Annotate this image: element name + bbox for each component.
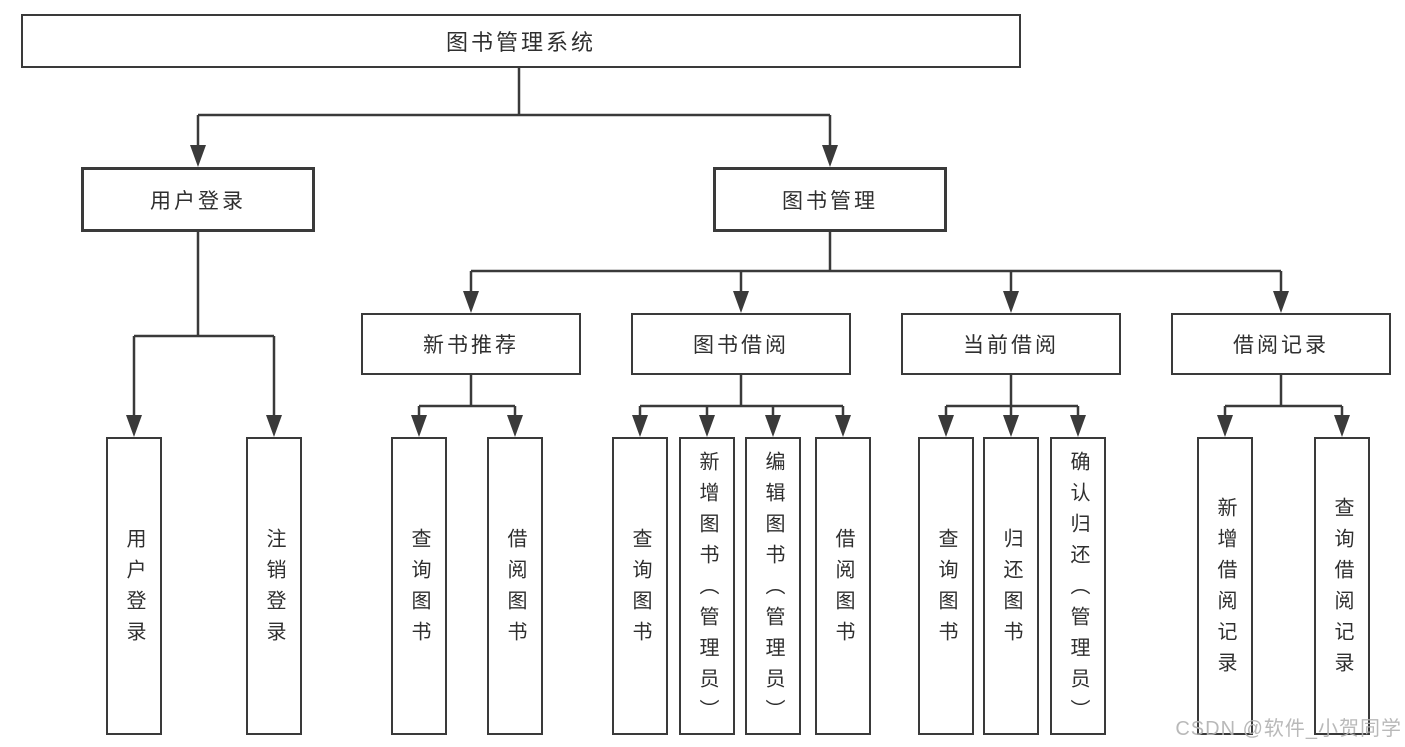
leaf-confirm-return-admin: 确认归还（管理员） (1050, 437, 1106, 735)
node-borrow-records: 借阅记录 (1171, 313, 1391, 375)
leaf-return-book: 归还图书 (983, 437, 1039, 735)
leaf-add-borrow-record: 新增借阅记录 (1197, 437, 1253, 735)
arrowhead-icons (126, 145, 1350, 437)
node-book-borrowing: 图书借阅 (631, 313, 851, 375)
leaf-borrow-book-borrowing: 借阅图书 (815, 437, 871, 735)
leaf-edit-book-admin: 编辑图书（管理员） (745, 437, 801, 735)
leaf-query-book-recommend: 查询图书 (391, 437, 447, 735)
leaf-borrow-book-recommend: 借阅图书 (487, 437, 543, 735)
watermark: CSDN @软件_小贺同学 (1175, 718, 1402, 740)
node-user-login: 用户登录 (81, 167, 315, 232)
leaf-user-login: 用户登录 (106, 437, 162, 735)
leaf-query-book-borrowing: 查询图书 (612, 437, 668, 735)
leaf-query-borrow-record: 查询借阅记录 (1314, 437, 1370, 735)
leaf-logout: 注销登录 (246, 437, 302, 735)
node-library-system: 图书管理系统 (21, 14, 1021, 68)
connector-paths (132, 68, 1344, 417)
node-book-management: 图书管理 (713, 167, 947, 232)
leaf-query-book-current: 查询图书 (918, 437, 974, 735)
leaf-add-book-admin: 新增图书（管理员） (679, 437, 735, 735)
node-new-book-recommend: 新书推荐 (361, 313, 581, 375)
node-current-borrowing: 当前借阅 (901, 313, 1121, 375)
